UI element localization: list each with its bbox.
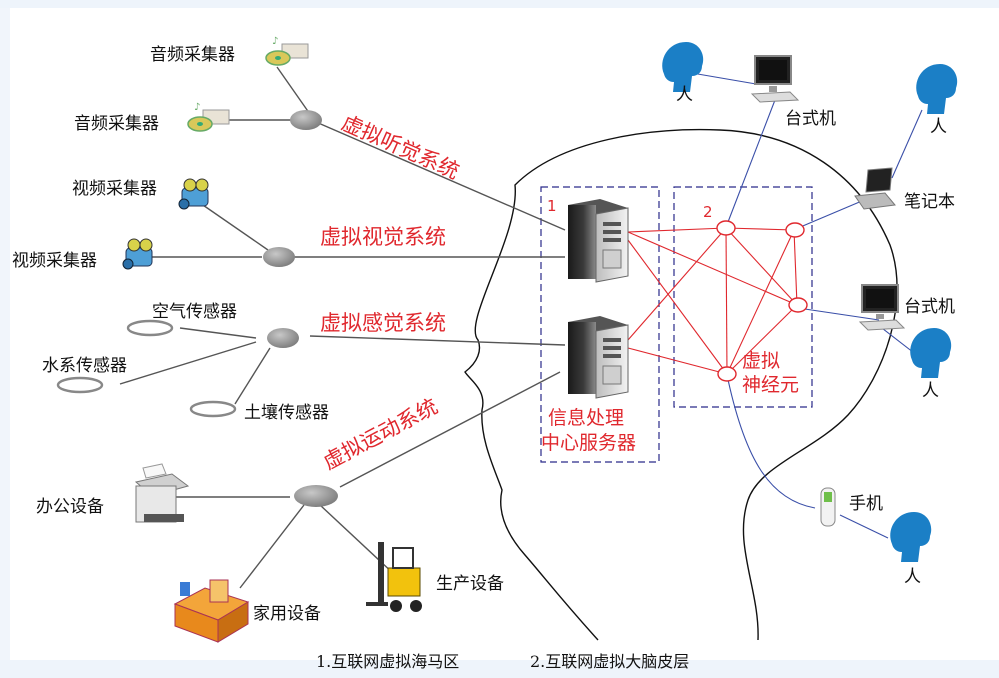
label-video-collector-2: 视频采集器: [12, 251, 97, 271]
phone-icon: [820, 487, 836, 527]
home-equipment-icon: [173, 579, 250, 643]
soil-sensor-icon: [189, 400, 237, 418]
label-neuron-line1: 虚拟: [742, 350, 780, 372]
label-office-equipment: 办公设备: [36, 497, 104, 517]
label-desktop-2: 台式机: [904, 297, 955, 317]
air-sensor-icon: [126, 319, 174, 337]
caption-hippocampus: 1.互联网虚拟海马区: [316, 652, 459, 671]
label-person-2: 人: [930, 117, 947, 137]
label-soil-sensor: 土壤传感器: [244, 402, 329, 423]
label-laptop: 笔记本: [904, 192, 955, 212]
label-server-line2: 中心服务器: [541, 432, 636, 454]
person-icons: [662, 42, 958, 562]
label-water-sensor: 水系传感器: [42, 356, 127, 376]
svg-text:♪: ♪: [194, 102, 200, 113]
audio-collector-icon-2: ♪: [187, 102, 230, 132]
label-audio-collector-2: 音频采集器: [74, 114, 159, 134]
hubs: [263, 110, 338, 507]
desktop-icon-2: [858, 284, 906, 331]
video-collector-icon-1: [178, 178, 209, 210]
person-icon-3: [910, 328, 952, 378]
audio-collector-icon-1: ♪: [265, 36, 309, 66]
hub-hearing: [290, 110, 322, 130]
svg-text:♪: ♪: [272, 36, 278, 47]
label-person-4: 人: [904, 567, 921, 587]
sensor-rings: [56, 319, 237, 418]
cortex-box: [673, 186, 813, 408]
label-sensing-system: 虚拟感觉系统: [320, 311, 446, 335]
hub-motion: [294, 485, 338, 507]
video-collector-icon-2: [122, 238, 153, 270]
top-band: [0, 0, 999, 8]
label-box-number-2: 2: [703, 203, 713, 221]
label-production-equipment: 生产设备: [436, 574, 504, 594]
label-box-number-1: 1: [547, 197, 557, 215]
person-icon-1: [662, 42, 704, 92]
hippocampus-box: [540, 186, 660, 463]
desktop-icon-1: [750, 55, 800, 103]
neuron-nodes: [716, 220, 808, 382]
label-phone: 手机: [849, 494, 883, 514]
label-desktop-1: 台式机: [785, 109, 836, 129]
hub-vision: [263, 247, 295, 267]
label-vision-system: 虚拟视觉系统: [320, 225, 446, 249]
label-audio-collector-1: 音频采集器: [150, 45, 235, 65]
water-sensor-icon: [56, 376, 104, 394]
label-person-1: 人: [676, 85, 693, 105]
server-icon-1: [568, 199, 629, 283]
neuron-links: [627, 227, 798, 375]
label-server-line1: 信息处理: [548, 407, 624, 429]
left-band: [0, 8, 10, 668]
label-video-collector-1: 视频采集器: [72, 179, 157, 199]
person-icon-4: [890, 512, 932, 562]
server-icon-2: [568, 316, 629, 399]
connector-lines: [119, 66, 566, 589]
printer-icon: [134, 463, 190, 523]
head-outline: [464, 128, 898, 641]
label-home-equipment: 家用设备: [253, 604, 321, 624]
caption-cortex: 2.互联网虚拟大脑皮层: [530, 652, 689, 671]
bottom-band: [0, 660, 999, 678]
person-icon-2: [916, 64, 958, 114]
label-air-sensor: 空气传感器: [152, 302, 237, 322]
label-neuron-line2: 神经元: [742, 374, 799, 396]
label-person-3: 人: [922, 381, 939, 401]
laptop-icon: [854, 167, 896, 210]
forklift-icon: [366, 542, 422, 612]
hub-sensing: [267, 328, 299, 348]
